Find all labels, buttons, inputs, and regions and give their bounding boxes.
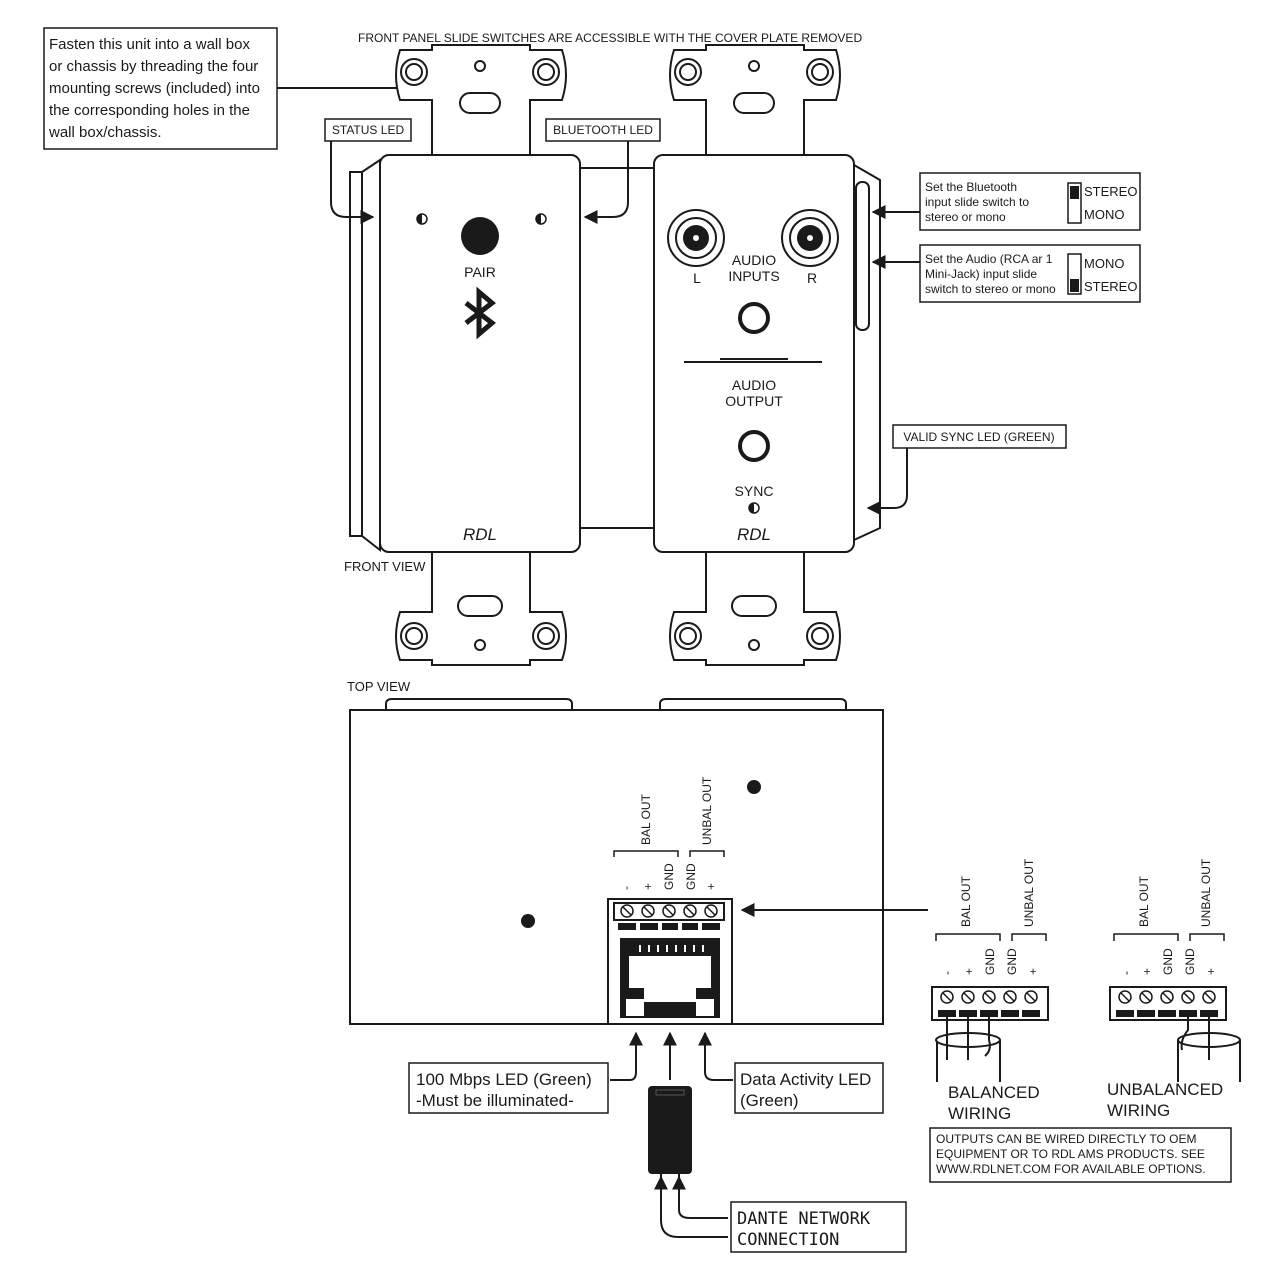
status-led-callout: STATUS LED — [324, 118, 412, 224]
balanced-wiring-label: BALANCED — [948, 1083, 1040, 1102]
activity-led-callout: Data Activity LED (Green) — [734, 1062, 884, 1114]
switch-position-label: MONO — [1084, 256, 1124, 271]
terminal-pin-label: GND — [1005, 948, 1019, 975]
mounting-strap-right-bottom — [669, 551, 841, 666]
rca-left-jack[interactable] — [667, 209, 725, 267]
audio-output-label: AUDIO — [732, 377, 776, 393]
status-led-icon — [416, 213, 428, 225]
mbps-led-callout: 100 Mbps LED (Green) -Must be illuminate… — [408, 1062, 609, 1114]
left-channel-label: L — [693, 270, 701, 286]
terminal-pin-label: + — [1026, 968, 1040, 975]
note-line: stereo or mono — [925, 210, 1006, 224]
bal-out-label: BAL OUT — [959, 875, 973, 927]
unbalanced-wiring-label: UNBALANCED — [1107, 1080, 1223, 1099]
outputs-note-line: EQUIPMENT OR TO RDL AMS PRODUCTS. SEE — [936, 1147, 1205, 1161]
top-view-label: TOP VIEW — [347, 679, 411, 694]
mounting-note-line: mounting screws (included) into — [49, 80, 260, 97]
terminal-pin-label: + — [1140, 968, 1154, 975]
terminal-pin-label: - — [1119, 971, 1133, 975]
unbalanced-wiring-diagram: BAL OUT UNBAL OUT - + GND GND + UNBALANC… — [1107, 858, 1241, 1120]
unbal-out-label: UNBAL OUT — [1022, 858, 1036, 927]
pair-label: PAIR — [464, 264, 496, 280]
bal-out-label: BAL OUT — [639, 793, 653, 845]
switch-position-label: STEREO — [1084, 279, 1137, 294]
mounting-note-line: the corresponding holes in the — [49, 102, 250, 119]
note-line: Set the Audio (RCA ar 1 — [925, 252, 1053, 266]
dante-network-callout: DANTE NETWORK CONNECTION — [730, 1201, 907, 1253]
mounting-note-line: or chassis by threading the four — [49, 58, 258, 75]
mbps-led-label: -Must be illuminated- — [416, 1091, 574, 1110]
brand-logo: RDL — [463, 525, 497, 544]
terminal-pin-label: + — [962, 968, 976, 975]
terminal-pin-label: + — [704, 883, 718, 890]
bluetooth-switch-note: Set the Bluetooth input slide switch to … — [919, 172, 1141, 231]
pair-button[interactable] — [461, 217, 499, 255]
input-minijack[interactable] — [738, 302, 770, 334]
mounting-note-line: wall box/chassis. — [48, 124, 162, 141]
right-channel-label: R — [807, 270, 817, 286]
switch-position-label: STEREO — [1084, 184, 1137, 199]
bluetooth-led-callout: BLUETOOTH LED — [545, 118, 661, 224]
front-view-label: FRONT VIEW — [344, 559, 426, 574]
balanced-wiring-label: WIRING — [948, 1104, 1011, 1123]
terminal-pin-label: - — [619, 886, 633, 890]
unbal-out-label: UNBAL OUT — [1199, 858, 1213, 927]
audio-inputs-label: AUDIO — [732, 252, 776, 268]
mbps-led-label: 100 Mbps LED (Green) — [416, 1070, 592, 1089]
activity-led-label: (Green) — [740, 1091, 799, 1110]
audio-switch-note: Set the Audio (RCA ar 1 Mini-Jack) input… — [919, 244, 1141, 303]
status-led-label: STATUS LED — [332, 123, 405, 137]
mounting-note: Fasten this unit into a wall box or chas… — [43, 27, 278, 150]
note-line: Mini-Jack) input slide — [925, 267, 1037, 281]
bluetooth-icon — [464, 286, 496, 340]
rca-right-jack[interactable] — [781, 209, 839, 267]
terminal-pin-label: GND — [662, 863, 676, 890]
header-note: FRONT PANEL SLIDE SWITCHES ARE ACCESSIBL… — [358, 31, 862, 45]
brand-logo: RDL — [737, 525, 771, 544]
mounting-strap-left-bottom — [395, 551, 567, 666]
dante-network-label: CONNECTION — [737, 1230, 839, 1250]
terminal-block: BAL OUT UNBAL OUT - + GND GND + — [607, 776, 733, 1025]
bluetooth-led-icon — [535, 213, 547, 225]
dante-network-label: DANTE NETWORK — [737, 1209, 871, 1229]
valid-sync-callout: VALID SYNC LED (GREEN) — [866, 424, 1067, 515]
sync-label: SYNC — [735, 483, 774, 499]
unbalanced-wiring-label: WIRING — [1107, 1101, 1170, 1120]
mounting-strap-right-top — [669, 44, 841, 156]
terminal-pin-label: + — [1204, 968, 1218, 975]
outputs-note-line: WWW.RDLNET.COM FOR AVAILABLE OPTIONS. — [936, 1162, 1206, 1176]
ethernet-plug — [648, 1086, 728, 1238]
note-line: input slide switch to — [925, 195, 1029, 209]
outputs-note-line: OUTPUTS CAN BE WIRED DIRECTLY TO OEM — [936, 1132, 1196, 1146]
audio-panel: L R AUDIO INPUTS AUDIO OUTPUT SYNC RDL — [653, 154, 855, 553]
mounting-note-line: Fasten this unit into a wall box — [49, 36, 250, 53]
output-minijack[interactable] — [738, 430, 770, 462]
note-line: switch to stereo or mono — [925, 282, 1056, 296]
terminal-pin-label: GND — [684, 863, 698, 890]
bal-out-label: BAL OUT — [1137, 875, 1151, 927]
audio-inputs-label: INPUTS — [728, 268, 779, 284]
terminal-pin-label: + — [641, 883, 655, 890]
activity-led-label: Data Activity LED — [740, 1070, 871, 1089]
audio-output-label: OUTPUT — [725, 393, 783, 409]
activity-led-arrow — [698, 1031, 733, 1081]
terminal-pin-label: GND — [983, 948, 997, 975]
valid-sync-label: VALID SYNC LED (GREEN) — [903, 430, 1054, 444]
balanced-wiring-diagram: BAL OUT UNBAL OUT - + GND GND + BALANCED… — [931, 858, 1049, 1123]
bluetooth-panel: PAIR RDL — [379, 154, 581, 553]
rj45-port[interactable] — [620, 938, 720, 1018]
unbal-out-label: UNBAL OUT — [700, 776, 714, 845]
terminal-pin-label: - — [940, 971, 954, 975]
slide-switch-bar — [855, 181, 870, 331]
note-line: Set the Bluetooth — [925, 180, 1017, 194]
outputs-note: OUTPUTS CAN BE WIRED DIRECTLY TO OEM EQU… — [929, 1127, 1232, 1183]
mounting-strap-left-top — [395, 44, 567, 156]
bluetooth-led-label: BLUETOOTH LED — [553, 123, 653, 137]
switch-position-label: MONO — [1084, 207, 1124, 222]
sync-led-icon — [748, 502, 760, 514]
terminal-pin-label: GND — [1161, 948, 1175, 975]
terminal-pin-label: GND — [1183, 948, 1197, 975]
mbps-led-arrow — [610, 1031, 643, 1081]
